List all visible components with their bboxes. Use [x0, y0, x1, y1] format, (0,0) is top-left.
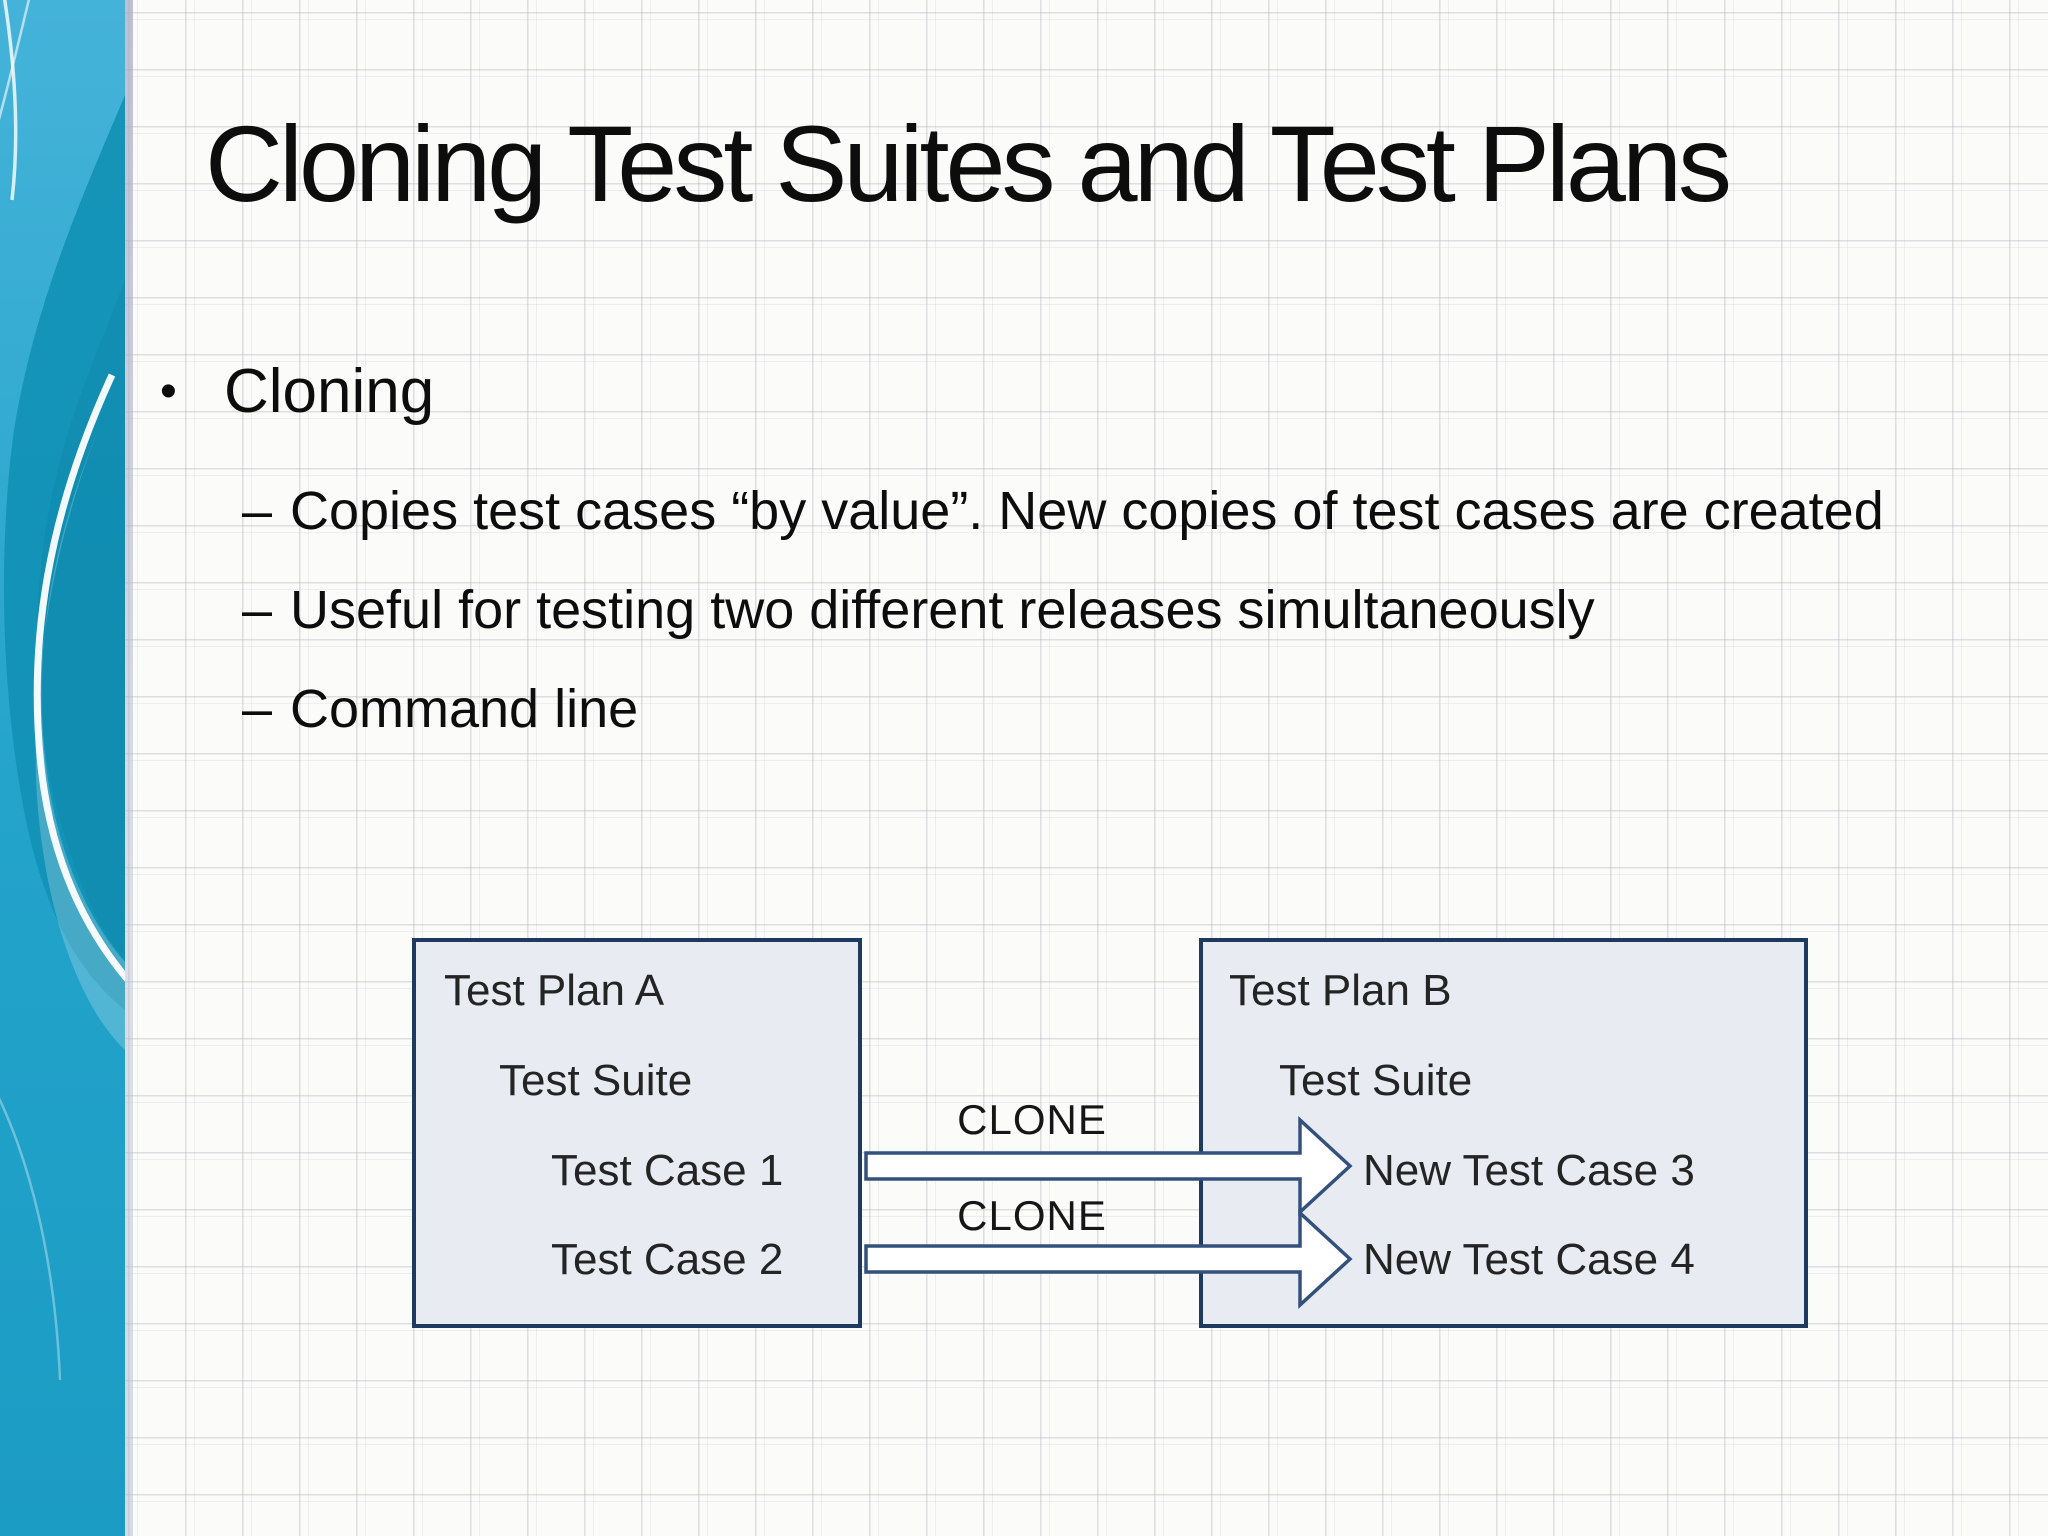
dash-marker: – [242, 480, 273, 541]
box-row: New Test Case 3 [1363, 1146, 1695, 1195]
page-title: Cloning Test Suites and Test Plans [205, 103, 1732, 224]
box-row: Test Case 2 [551, 1235, 784, 1284]
bullet-item-cloning: • Cloning [160, 352, 1960, 433]
sidebar-edge-divider [125, 0, 133, 1536]
bullet-list: • Cloning – Copies test cases “by value”… [160, 352, 1960, 770]
sub-bullet-text: Command line [290, 679, 639, 740]
sidebar-swoosh-graphic [0, 0, 125, 1536]
clone-label-1: CLONE [957, 1096, 1107, 1143]
sub-bullet-text: Copies test cases “by value”. New copies… [290, 480, 1884, 541]
test-plan-a-box: Test Plan A Test Suite Test Case 1 Test … [412, 938, 862, 1328]
sub-bullet-item: – Copies test cases “by value”. New copi… [242, 473, 1960, 550]
box-row: Test Case 1 [551, 1146, 784, 1195]
box-row: Test Suite [1279, 1056, 1473, 1105]
bullet-text: Cloning [224, 357, 435, 426]
box-row: Test Plan B [1229, 966, 1452, 1015]
box-row: Test Plan A [444, 966, 665, 1015]
sub-bullet-item: – Command line [242, 671, 1960, 748]
dash-marker: – [242, 579, 273, 640]
sub-bullet-list: – Copies test cases “by value”. New copi… [242, 473, 1960, 749]
sub-bullet-text: Useful for testing two different release… [290, 579, 1595, 640]
box-row: New Test Case 4 [1363, 1235, 1695, 1284]
sub-bullet-item: – Useful for testing two different relea… [242, 572, 1960, 649]
dash-marker: – [242, 679, 273, 740]
bullet-dot-marker: • [160, 365, 177, 418]
clone-label-2: CLONE [957, 1192, 1107, 1239]
sidebar-decoration [0, 0, 125, 1536]
test-plan-b-box: Test Plan B Test Suite New Test Case 3 N… [1199, 938, 1808, 1328]
box-row: Test Suite [499, 1056, 693, 1105]
